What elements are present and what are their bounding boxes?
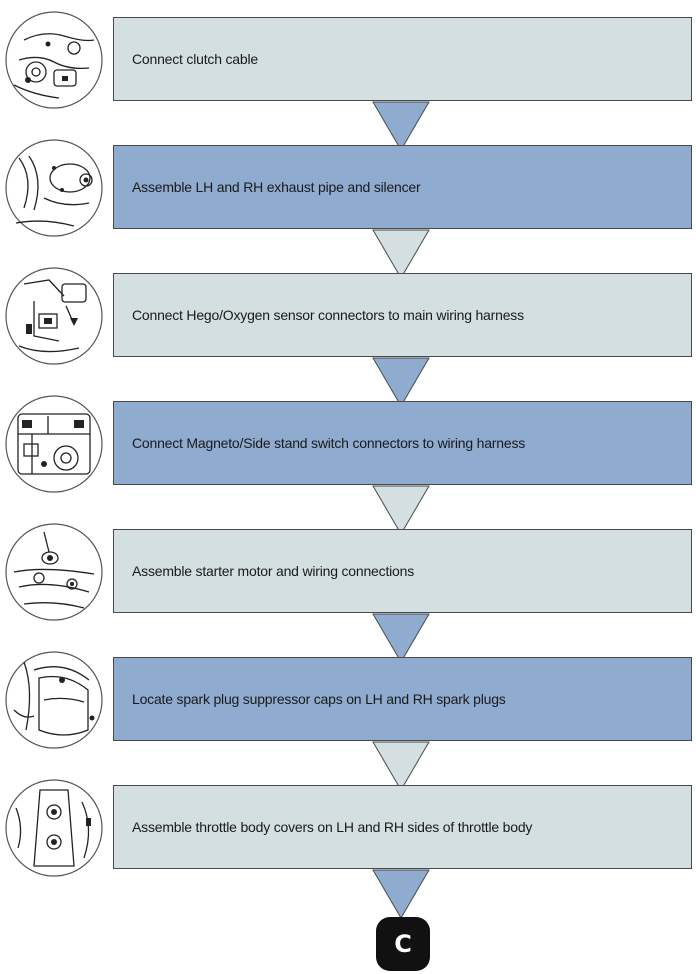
down-arrow <box>372 229 430 279</box>
magneto-connector-illustration-icon <box>5 395 103 493</box>
down-arrow <box>372 485 430 535</box>
down-arrow <box>372 741 430 791</box>
throttle-body-cover-illustration-icon <box>5 779 103 877</box>
clutch-cable-illustration-icon <box>5 11 103 109</box>
step-label: Locate spark plug suppressor caps on LH … <box>132 691 506 707</box>
step-label: Assemble LH and RH exhaust pipe and sile… <box>132 179 421 195</box>
end-marker-c: C <box>376 917 430 971</box>
step-box: Assemble LH and RH exhaust pipe and sile… <box>113 145 692 229</box>
flow-step-6: Locate spark plug suppressor caps on LH … <box>0 651 696 791</box>
down-arrow <box>372 613 430 663</box>
step-label: Assemble starter motor and wiring connec… <box>132 563 415 579</box>
spark-plug-cap-illustration-icon <box>5 651 103 749</box>
exhaust-pipe-illustration-icon <box>5 139 103 237</box>
step-label: Connect clutch cable <box>132 51 258 67</box>
step-box: Locate spark plug suppressor caps on LH … <box>113 657 692 741</box>
flow-step-7: Assemble throttle body covers on LH and … <box>0 779 696 919</box>
step-box: Connect Magneto/Side stand switch connec… <box>113 401 692 485</box>
flow-step-3: Connect Hego/Oxygen sensor connectors to… <box>0 267 696 407</box>
starter-motor-illustration-icon <box>5 523 103 621</box>
step-box: Connect Hego/Oxygen sensor connectors to… <box>113 273 692 357</box>
flow-step-2: Assemble LH and RH exhaust pipe and sile… <box>0 139 696 279</box>
step-label: Connect Magneto/Side stand switch connec… <box>132 435 526 451</box>
step-box: Assemble throttle body covers on LH and … <box>113 785 692 869</box>
oxygen-sensor-connector-illustration-icon <box>5 267 103 365</box>
step-box: Assemble starter motor and wiring connec… <box>113 529 692 613</box>
down-arrow <box>372 869 430 919</box>
step-label: Assemble throttle body covers on LH and … <box>132 819 533 835</box>
flow-step-4: Connect Magneto/Side stand switch connec… <box>0 395 696 535</box>
step-box: Connect clutch cable <box>113 17 692 101</box>
flow-step-1: Connect clutch cable <box>0 11 696 151</box>
flow-step-5: Assemble starter motor and wiring connec… <box>0 523 696 663</box>
down-arrow <box>372 101 430 151</box>
step-label: Connect Hego/Oxygen sensor connectors to… <box>132 307 524 323</box>
down-arrow <box>372 357 430 407</box>
